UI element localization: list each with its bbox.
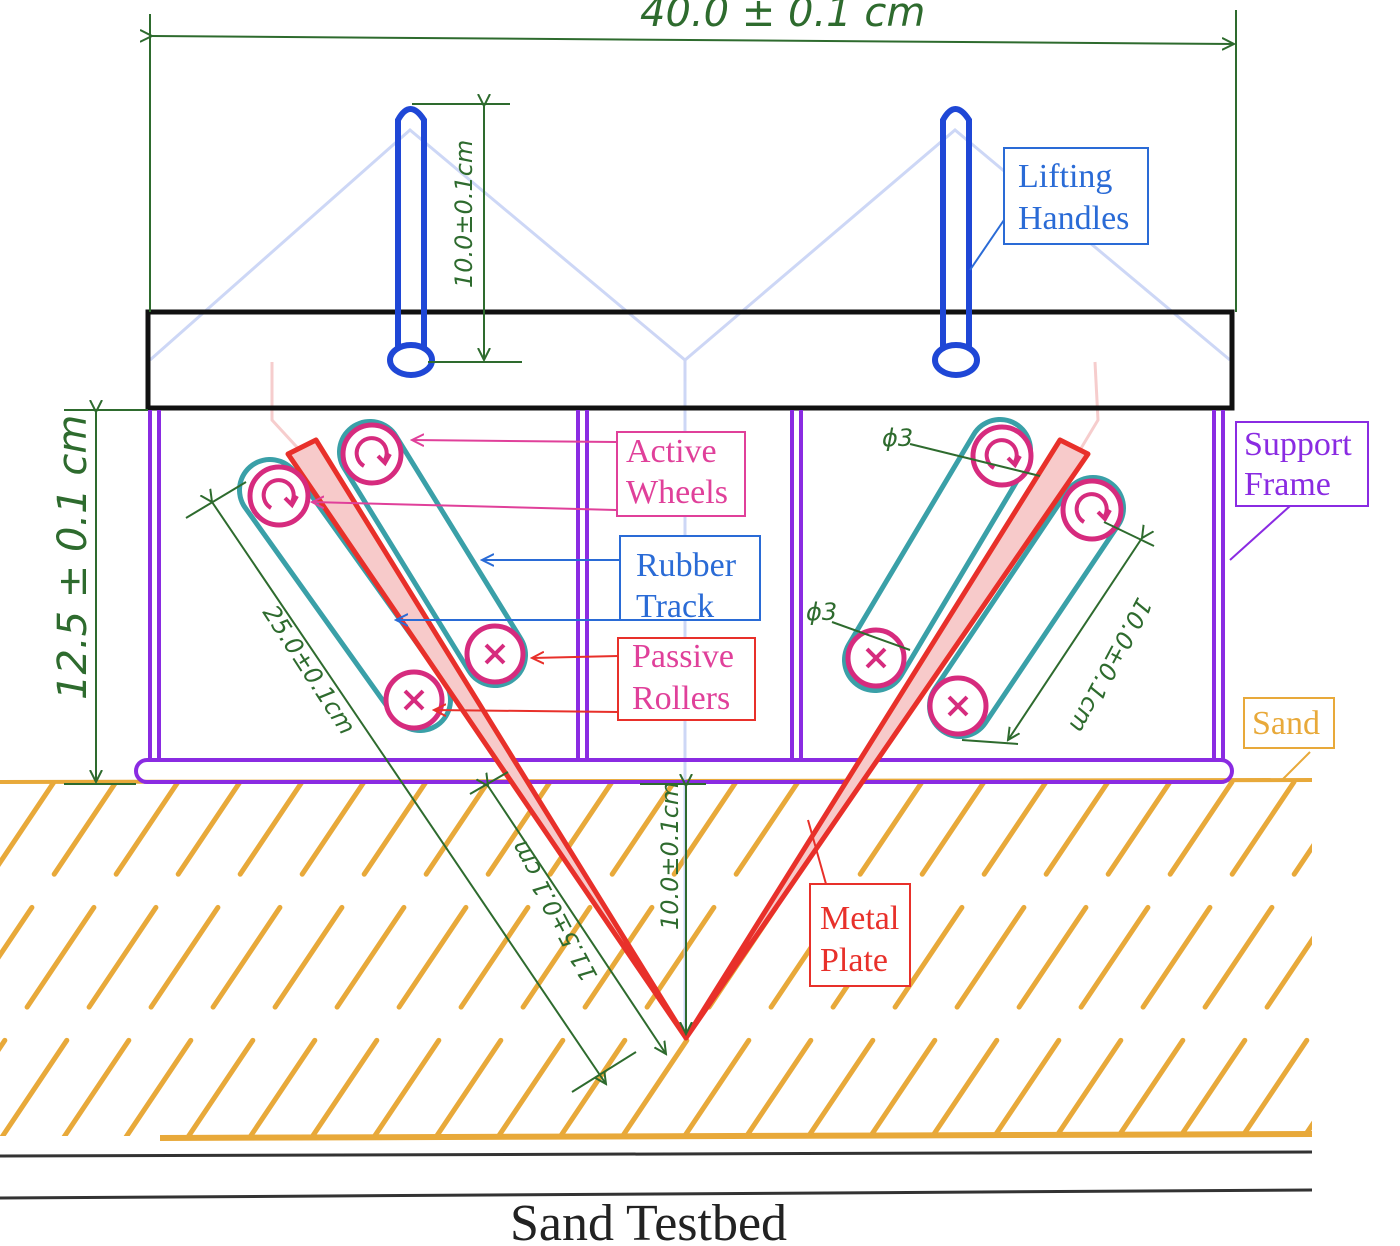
sand-hatch-line bbox=[493, 782, 739, 1136]
active-wheel-right-inner bbox=[970, 424, 1034, 488]
frame-height-dimension: 12.5 ± 0.1 cm bbox=[50, 415, 96, 700]
dimension-lines bbox=[64, 10, 1237, 1093]
metal-plate-box bbox=[809, 883, 911, 987]
sand-hatch-line bbox=[679, 782, 925, 1136]
active-wheels-box bbox=[616, 431, 746, 517]
active-wheels-label-2: Wheels bbox=[626, 474, 728, 511]
track-right-inner bbox=[842, 417, 1033, 693]
support-frame-label-2: Frame bbox=[1244, 466, 1331, 503]
sand-hatch-line bbox=[1175, 782, 1312, 1136]
sand-hatch-line bbox=[927, 782, 1173, 1136]
sand-label: Sand bbox=[1252, 705, 1320, 742]
sand-hatch-line bbox=[1051, 782, 1297, 1136]
passive-roller-right-inner bbox=[845, 627, 907, 689]
lifting-handles-label-2: Handles bbox=[1018, 200, 1129, 237]
support-frame-label-1: Support bbox=[1244, 426, 1352, 463]
sand-hatch-line bbox=[59, 782, 305, 1136]
active-wheel-left-inner bbox=[340, 422, 404, 486]
sand-hatch-line bbox=[1364, 782, 1400, 1140]
testbed-title: Sand Testbed bbox=[510, 1195, 787, 1246]
sand-hatch-line bbox=[1113, 782, 1312, 1136]
passive-rollers-label-2: Rollers bbox=[632, 680, 730, 717]
sand-box bbox=[1243, 697, 1335, 749]
sand-hatch-line bbox=[183, 782, 429, 1136]
passive-roller-left-inner bbox=[464, 623, 526, 685]
sand-hatch-line bbox=[1299, 782, 1312, 1136]
sand-hatch-line bbox=[307, 782, 553, 1136]
penetration-depth-dimension: 10.0±0.1cm bbox=[656, 782, 684, 930]
support-frame-box bbox=[1235, 421, 1369, 507]
passive-rollers-label-1: Passive bbox=[632, 638, 734, 675]
sand-hatch-line bbox=[245, 782, 491, 1136]
wheel-diameter-top: ϕ3 bbox=[882, 424, 913, 452]
sand-bottom-line bbox=[159, 1131, 1313, 1141]
lifting-handles-label-1: Lifting bbox=[1018, 158, 1112, 195]
passive-roller-right-outer bbox=[927, 675, 989, 737]
active-wheel-left-outer bbox=[247, 464, 311, 528]
callout-leaders bbox=[312, 219, 1311, 885]
sand-hatch-line bbox=[0, 782, 119, 1136]
right-track-dimension: 10.0±0.1cm bbox=[1063, 593, 1157, 737]
wheel-diameter-left: ϕ3 bbox=[806, 598, 837, 626]
sand-hatch-line bbox=[865, 782, 1111, 1136]
rubber-track-label-1: Rubber bbox=[636, 547, 737, 584]
passive-roller-left-outer bbox=[383, 669, 445, 731]
testbed-line-2 bbox=[0, 1188, 1313, 1200]
metal-plate-label-1: Metal bbox=[820, 900, 899, 937]
sand-hatch-line bbox=[121, 782, 367, 1136]
testbed-line-1 bbox=[0, 1150, 1313, 1158]
lifting-handle-left bbox=[387, 106, 435, 378]
sand-hatch-line bbox=[803, 782, 1049, 1136]
lifting-handle-right bbox=[932, 106, 980, 378]
sand-hatch-line bbox=[1237, 782, 1312, 1136]
sand-hatch-line bbox=[0, 782, 57, 1136]
lifting-handles-box bbox=[1003, 147, 1149, 245]
sand-hatch-line bbox=[0, 782, 181, 1136]
rubber-track-box bbox=[619, 535, 761, 621]
sand-hatching bbox=[0, 782, 1400, 1140]
active-wheels-label-1: Active bbox=[626, 433, 717, 470]
top-beam bbox=[145, 309, 1235, 411]
sand-hatch-line bbox=[989, 782, 1235, 1136]
passive-rollers-box bbox=[617, 637, 756, 721]
rubber-track-label-2: Track bbox=[636, 588, 714, 625]
sand-hatch-line bbox=[0, 782, 243, 1136]
handle-height-dimension: 10.0±0.1cm bbox=[450, 140, 478, 288]
metal-plate-label-2: Plate bbox=[820, 942, 888, 979]
active-wheel-right-outer bbox=[1060, 478, 1124, 542]
width-dimension: 40.0 ± 0.1 cm bbox=[640, 0, 925, 36]
